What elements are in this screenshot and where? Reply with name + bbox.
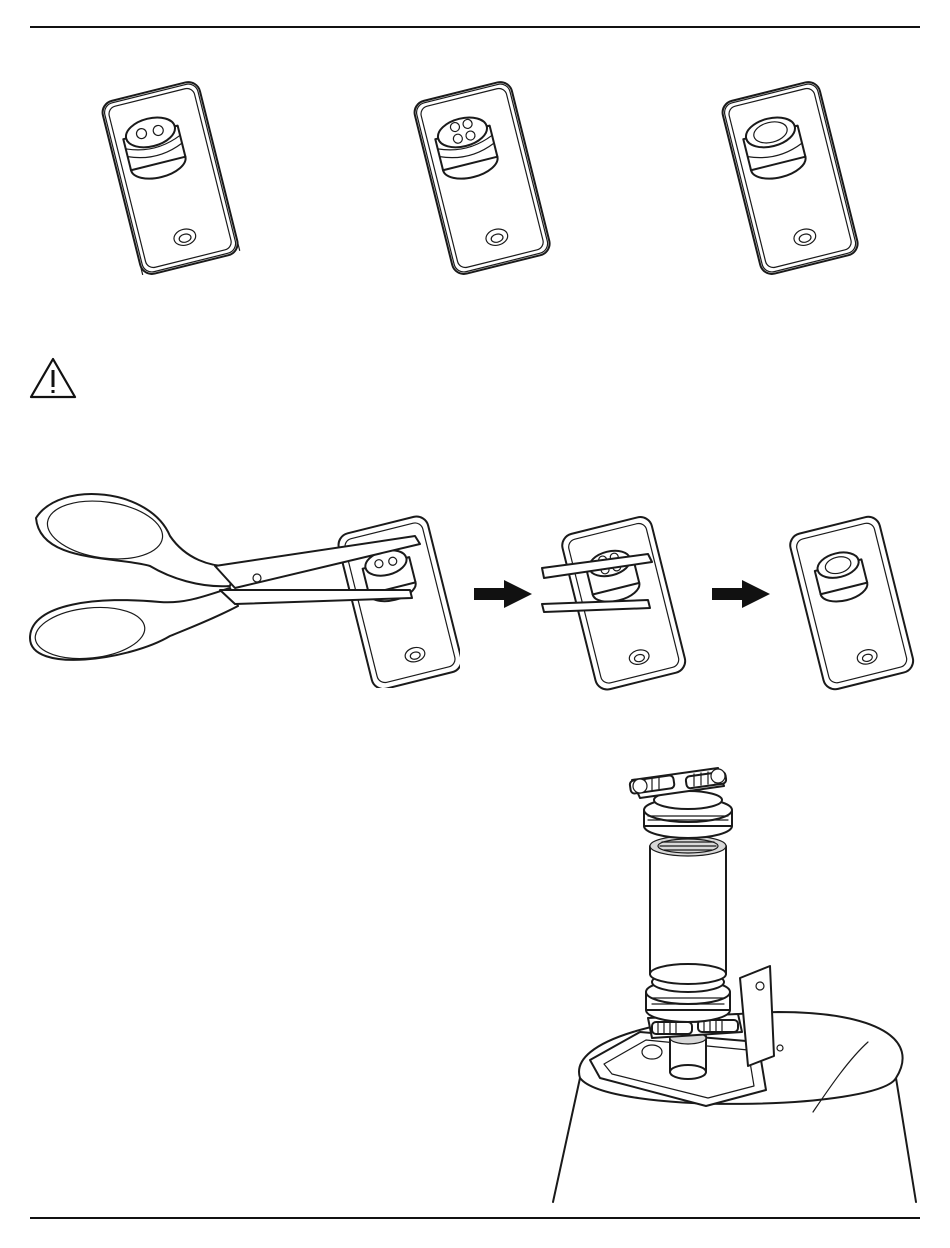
grommet-plate-single-opening: [700, 70, 870, 275]
grommet-being-cut: [540, 512, 710, 692]
conduit-coupling-assembly-on-speaker: [548, 760, 928, 1210]
arrow-right-icon: [712, 578, 772, 610]
warning-triangle-icon: [28, 356, 78, 400]
grommet-plate-four-holes: [392, 70, 562, 275]
scissors-cutting-grommet: [20, 478, 460, 688]
grommet-opened: [772, 512, 937, 692]
top-rule: [30, 26, 920, 28]
arrow-right-icon: [474, 578, 534, 610]
grommet-plate-two-holes: [80, 70, 250, 275]
bottom-rule: [30, 1217, 920, 1219]
